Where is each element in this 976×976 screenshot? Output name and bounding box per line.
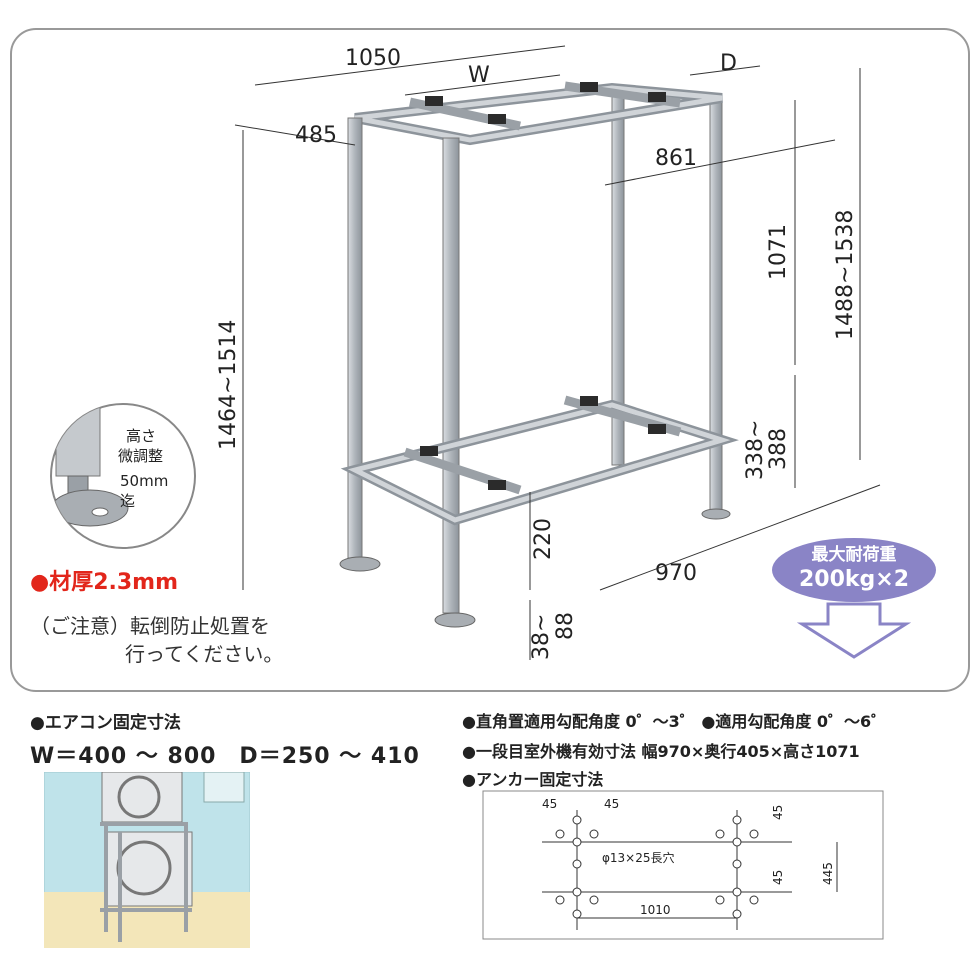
inset-line2: 微調整	[118, 447, 163, 465]
dim-485: 485	[295, 123, 337, 148]
foot-plate	[434, 612, 476, 628]
rubber-pad	[420, 446, 438, 456]
anchor-dim-1010: 1010	[640, 903, 671, 917]
caution-note: （ご注意）転倒防止処置を 行ってください。	[30, 612, 283, 668]
anchor-dim-445: 445	[821, 862, 835, 885]
load-title: 最大耐荷重	[812, 544, 897, 565]
dim-388: 388	[766, 428, 791, 470]
back-right-leg	[709, 99, 723, 511]
rubber-pad	[425, 96, 443, 106]
rubber-pad	[488, 114, 506, 124]
front-right-leg	[442, 137, 460, 614]
load-value: 200kg×2	[799, 567, 909, 592]
foot-plate	[339, 556, 381, 572]
max-load-badge: 最大耐荷重 200kg×2	[772, 538, 936, 659]
rubber-pad	[648, 92, 666, 102]
dim-970: 970	[655, 561, 697, 586]
inset-line3: 50mm	[120, 472, 168, 490]
dim-1071: 1071	[766, 224, 791, 280]
rubber-pad	[488, 480, 506, 490]
dim-w: W	[468, 63, 490, 88]
caution-line2: 行ってください。	[125, 642, 284, 666]
dim-1488-1538: 1488~1538	[833, 210, 858, 340]
caution-line1: （ご注意）転倒防止処置を	[30, 614, 270, 638]
rubber-pad	[580, 82, 598, 92]
rubber-pad	[580, 396, 598, 406]
aircon-fix-spec: W＝400 ～ 800 D＝250 ～ 410	[30, 744, 420, 769]
rubber-pad	[648, 424, 666, 434]
front-left-leg	[347, 117, 363, 559]
dim-338: 338~	[743, 420, 768, 480]
dim-1050: 1050	[345, 46, 401, 71]
anchor-title: ●アンカー固定寸法	[462, 770, 604, 789]
angle-spec: ●直角置適用勾配角度 0゜～3゜ ●適用勾配角度 0゜～6゜	[462, 712, 888, 731]
inset-line4: 迄	[120, 492, 135, 510]
dim-861: 861	[655, 146, 697, 171]
aircon-fix-title: ●エアコン固定寸法	[30, 713, 181, 733]
height-adjust-inset: 高さ 微調整 50mm 迄	[50, 403, 196, 549]
material-thickness: ●材厚2.3mm	[30, 570, 179, 595]
stand-diagram: 1050 W D 485 861 970 1071 1488~1538 1464…	[216, 45, 881, 660]
anchor-hole-label: φ13×25長穴	[602, 850, 675, 865]
inset-line1: 高さ	[126, 427, 156, 445]
anchor-dim-45-b: 45	[604, 797, 619, 811]
anchor-dim-45-d: 45	[771, 870, 785, 885]
dim-220: 220	[531, 518, 556, 560]
dim-1464-1514: 1464~1514	[216, 320, 241, 450]
anchor-dim-45-c: 45	[771, 805, 785, 820]
anchor-dim-45-a: 45	[542, 797, 557, 811]
effective-size-spec: ●一段目室外機有効寸法 幅970×奥行405×高さ1071	[462, 742, 860, 761]
installed-illustration	[44, 772, 250, 948]
foot-plate	[701, 508, 731, 520]
dim-d: D	[720, 51, 737, 76]
dim-38: 38~	[529, 614, 554, 660]
anchor-diagram: 45 45 45 45 445 1010 φ13×25長穴	[482, 790, 884, 940]
dim-88: 88	[553, 612, 578, 640]
